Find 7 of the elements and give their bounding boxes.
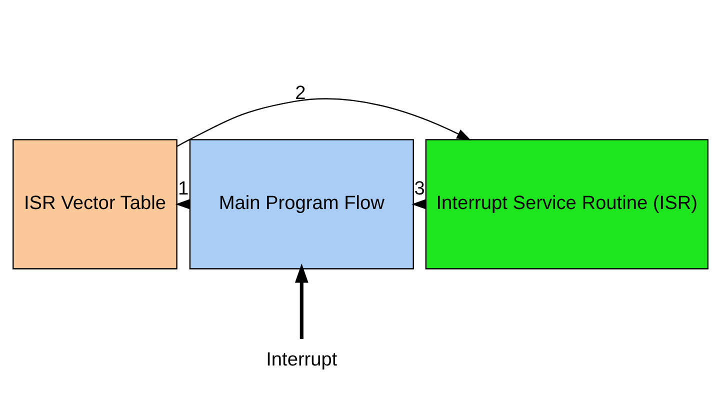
edge-label: 2 <box>295 82 306 104</box>
edge-label: 3 <box>414 178 425 199</box>
node-box: ISR Vector Table <box>12 138 178 269</box>
edge-label: 1 <box>178 178 189 199</box>
arrow <box>294 263 308 338</box>
node-text: Interrupt <box>266 348 338 370</box>
arrow <box>176 98 472 146</box>
